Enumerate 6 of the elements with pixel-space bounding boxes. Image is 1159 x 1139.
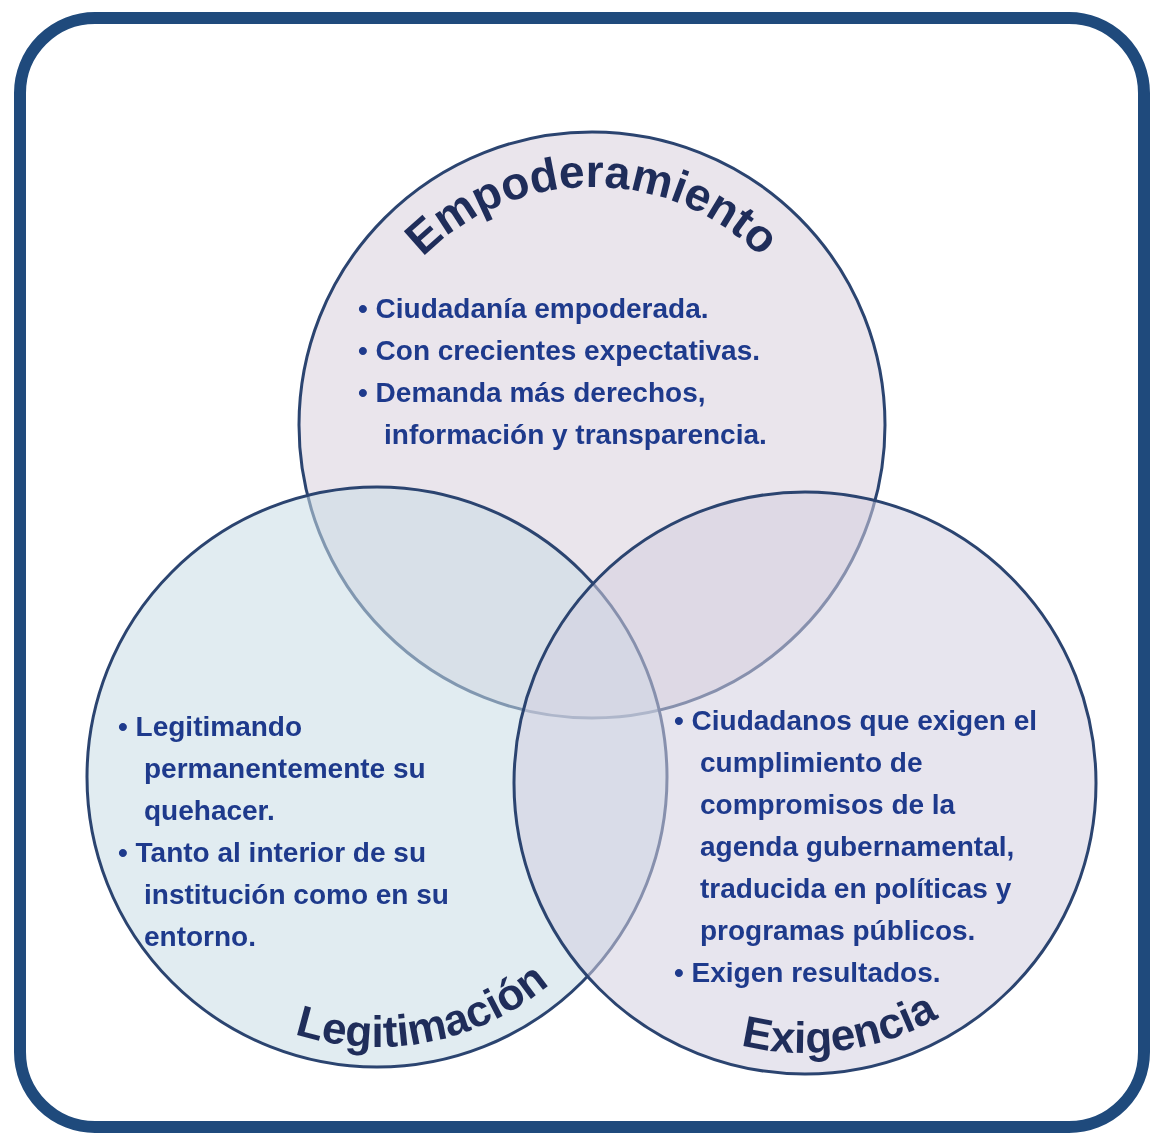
bullet-text: • Con crecientes expectativas.: [358, 334, 761, 368]
bullet-text: • Legitimando permanentemente su quehacer.: [118, 710, 427, 828]
bullet-text: • Ciudadanos que exigen el cumplimiento de compromisos de la agenda gubernamental, traducida en políticas y programas públicos.: [674, 704, 1038, 948]
bullet-text: • Demanda más derechos, información y transparencia.: [358, 376, 768, 452]
bullet-text: • Ciudadanía empoderada.: [358, 292, 710, 326]
bullet-text: • Tanto al interior de su institución como en su entorno.: [118, 836, 450, 954]
